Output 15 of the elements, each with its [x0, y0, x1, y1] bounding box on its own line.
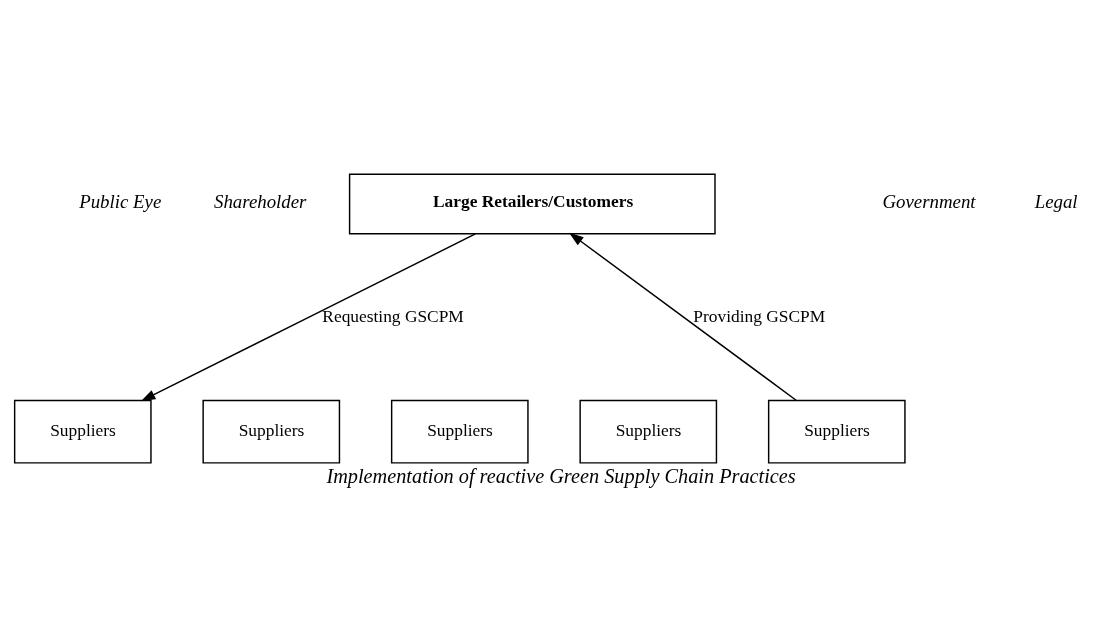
- node-box: Suppliers: [202, 399, 341, 464]
- label: Government: [882, 190, 976, 212]
- label: Shareholder: [214, 190, 307, 212]
- edge-label: Requesting GSCPM: [322, 306, 464, 326]
- node-box: Suppliers: [579, 399, 718, 464]
- arrow: [569, 232, 797, 401]
- node-box: Large Retailers/Customers: [348, 173, 716, 235]
- edge-label: Providing GSCPM: [693, 306, 826, 326]
- label: Legal: [1034, 190, 1078, 212]
- arrow: [140, 233, 477, 402]
- node-box: Suppliers: [390, 399, 529, 464]
- node-box: Suppliers: [767, 399, 906, 464]
- node-box: Suppliers: [13, 399, 152, 464]
- label: Public Eye: [79, 190, 162, 212]
- caption: Implementation of reactive Green Supply Chain Practices: [326, 465, 796, 488]
